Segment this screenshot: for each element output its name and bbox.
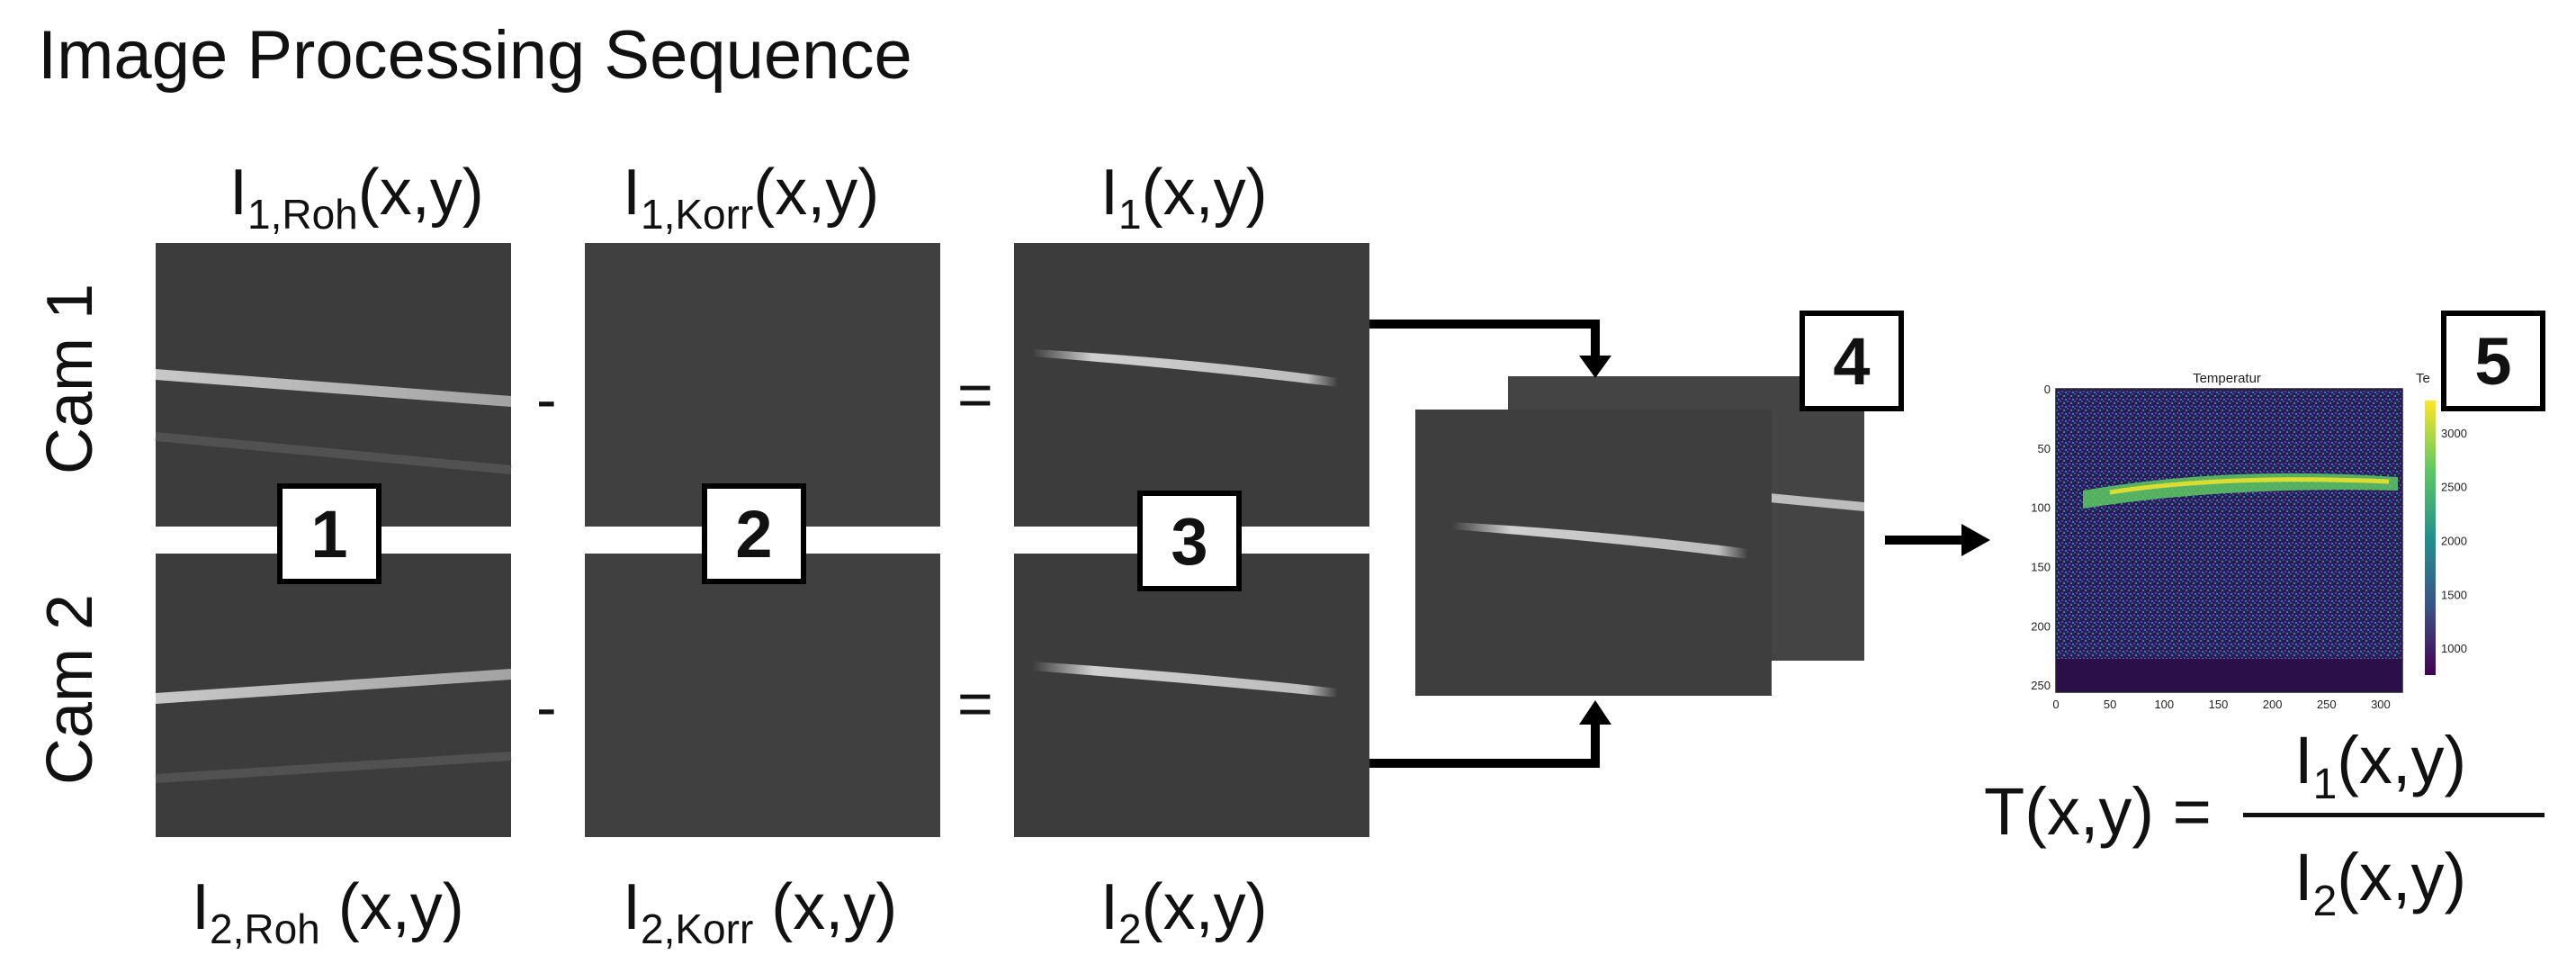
arrow-cam1-to-overlay (1369, 320, 1600, 365)
colorbar-tick-label: 2000 (2441, 534, 2467, 547)
raw-cam1-label: I1,Roh(x,y) (229, 157, 484, 239)
arrow-cam1-head (1579, 356, 1611, 378)
minus-sign-cam1: - (536, 365, 557, 434)
result-image-cam1 (1014, 243, 1369, 527)
x-tick-label: 100 (2154, 698, 2174, 711)
x-tick-label: 50 (2104, 698, 2116, 711)
y-tick-label: 100 (2031, 501, 2051, 515)
x-ticks: 0 50 100 150 200 250 300 (2052, 698, 2390, 711)
temperature-map (2056, 389, 2402, 692)
correction-image-cam2 (585, 554, 940, 837)
step-3-badge: 3 (1137, 491, 1242, 591)
x-tick-label: 200 (2263, 698, 2283, 711)
x-tick-label: 300 (2371, 698, 2391, 711)
overlay-image-front (1415, 410, 1772, 696)
colorbar-tick-label: 3000 (2441, 427, 2467, 440)
diagram-title: Image Processing Sequence (38, 17, 912, 94)
plot-title-second: Te (2416, 371, 2430, 386)
result-cam1-label: I1(x,y) (1100, 157, 1268, 239)
y-tick-label: 0 (2044, 383, 2051, 396)
fraction-bar (2243, 813, 2545, 817)
colorbar-tick-label: 2500 (2441, 481, 2467, 494)
step-4-badge: 4 (1800, 311, 1904, 411)
step-2-badge: 2 (702, 483, 806, 584)
y-ticks: 0 50 100 150 200 250 (2031, 383, 2051, 692)
equals-sign-cam1: = (957, 361, 993, 429)
colorbar (2425, 401, 2436, 675)
raw-image-cam1 (155, 243, 512, 527)
formula-denominator: I2(x,y) (2294, 840, 2467, 925)
y-tick-label: 250 (2031, 679, 2051, 692)
raw-cam2-label: I2,Roh (x,y) (192, 871, 464, 953)
arrow-cam2-to-overlay (1369, 716, 1600, 768)
result-cam2-label: I2(x,y) (1100, 871, 1268, 953)
corr-cam1-label: I1,Korr(x,y) (623, 157, 880, 239)
formula-lhs: T(x,y) = (1984, 774, 2212, 849)
formula-numerator: I1(x,y) (2294, 723, 2467, 808)
raw-image-cam2 (155, 554, 512, 837)
corr-cam2-label: I2,Korr (x,y) (623, 871, 898, 953)
x-tick-label: 0 (2052, 698, 2059, 711)
arrow-cam2-head (1579, 700, 1611, 725)
minus-sign-cam2: - (536, 673, 557, 742)
step-1-badge: 1 (277, 483, 381, 584)
result-image-cam2 (1014, 554, 1369, 837)
arrow-to-temperature-head (1961, 524, 1990, 556)
colorbar-ticks: 3000 2500 2000 1500 1000 (2441, 427, 2467, 655)
x-tick-label: 250 (2317, 698, 2337, 711)
colorbar-tick-label: 1000 (2441, 642, 2467, 655)
correction-image-cam1 (585, 243, 940, 527)
y-tick-label: 200 (2031, 619, 2051, 633)
plot-title: Temperatur (2193, 371, 2261, 386)
temperature-plot: Temperatur Te 0 50 100 150 200 250 300 0 50 100 1… (2002, 365, 2467, 720)
x-tick-label: 150 (2209, 698, 2229, 711)
y-tick-label: 50 (2038, 442, 2051, 455)
y-tick-label: 150 (2031, 560, 2051, 573)
equals-sign-cam2: = (957, 670, 993, 738)
colorbar-tick-label: 1500 (2441, 588, 2467, 601)
step-5-badge: 5 (2441, 311, 2545, 411)
